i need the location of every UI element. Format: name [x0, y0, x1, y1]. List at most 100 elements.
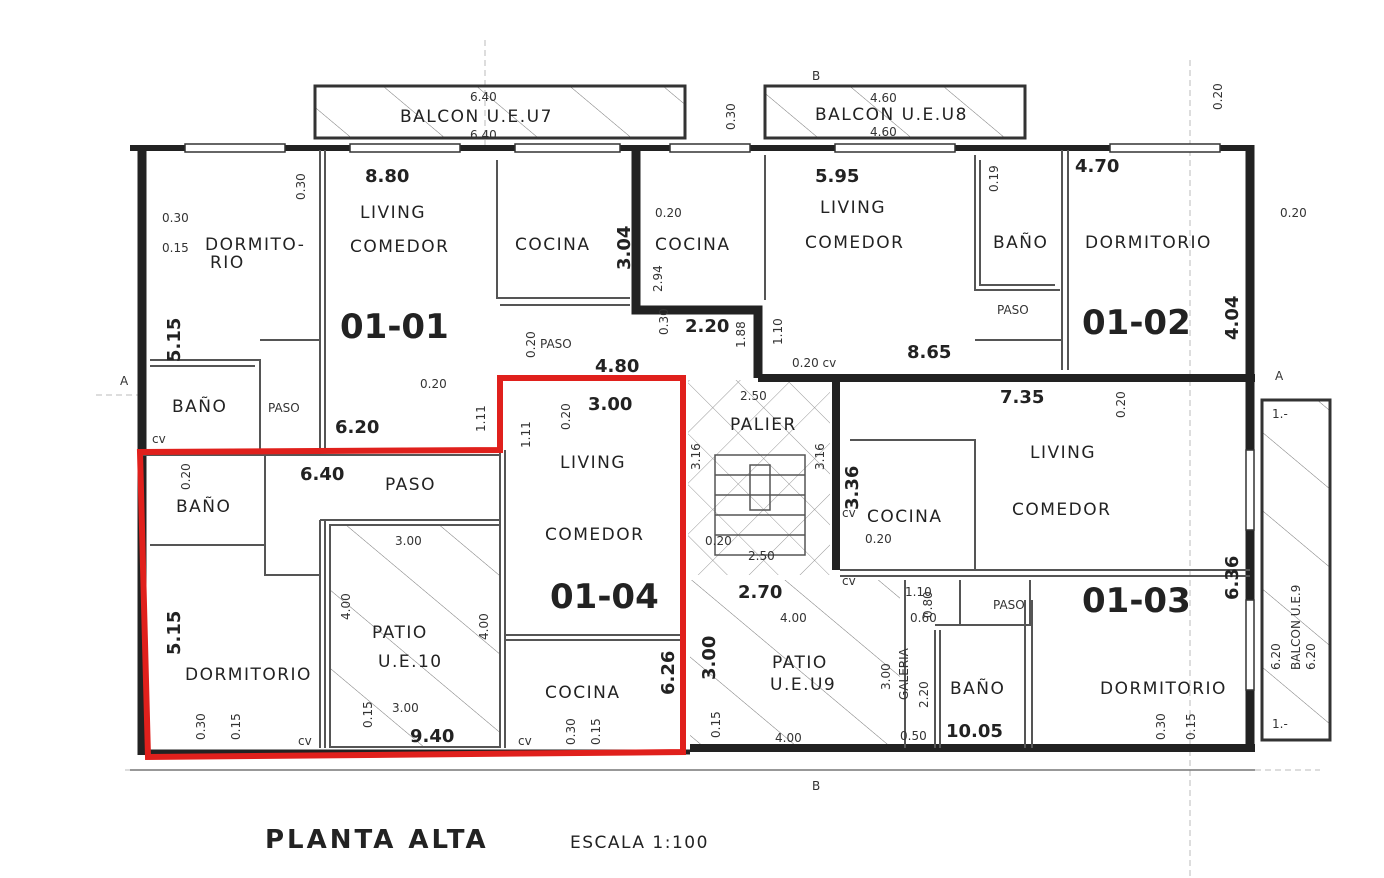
unit-number: 01-03 [1082, 581, 1191, 621]
dim: 6.40 [300, 464, 344, 485]
dim: 0.20 [865, 532, 892, 546]
patio-ue10-label: PATIO [372, 623, 428, 643]
dim: 4.00 [477, 613, 491, 640]
dim: 3.00 [699, 636, 720, 680]
dim: 0.30 [564, 718, 578, 745]
dim: 6.26 [658, 651, 679, 695]
room-label: LIVING [560, 453, 626, 473]
dim: 4.00 [339, 593, 353, 620]
balcony-u8 [763, 84, 1027, 140]
dim: 2.70 [738, 582, 782, 603]
room-label: DORMITORIO [1100, 679, 1227, 699]
dim: 0.15 [162, 241, 189, 255]
drawing-scale: ESCALA 1:100 [570, 833, 709, 853]
dim: 0.19 [987, 165, 1001, 192]
dim: 3.16 [813, 443, 827, 470]
dim: 0.50 [900, 729, 927, 743]
room-label: COMEDOR [545, 525, 644, 545]
balcony-u9 [1260, 398, 1332, 742]
patio-ue9-label: U.E.U9 [770, 675, 836, 695]
room-label: RIO [210, 253, 245, 273]
dim: 3.00 [392, 701, 419, 715]
drawing-title: PLANTA ALTA [265, 825, 489, 855]
section-mark-top: B [812, 69, 820, 83]
balcony-u7 [313, 84, 687, 140]
dim: 6.20 [335, 417, 379, 438]
dim: 0.20 [524, 331, 538, 358]
room-label: COMEDOR [1012, 500, 1111, 520]
dim: 3.00 [879, 663, 893, 690]
room-label: COCINA [867, 507, 942, 527]
dim: 0.30 [657, 308, 671, 335]
unit-number: 01-02 [1082, 303, 1191, 343]
cv-mark: cv [518, 734, 532, 748]
room-label: COCINA [545, 683, 620, 703]
dim: 0.15 [709, 711, 723, 738]
dim: 3.16 [689, 443, 703, 470]
section-mark-bottom: B [812, 779, 820, 793]
dim: 3.04 [614, 226, 635, 270]
unit-01-01: 8.80 LIVING COMEDOR DORMITO- RIO COCINA … [162, 166, 639, 438]
balcony-u9-label: BALCON U.E.9 [1289, 585, 1303, 670]
room-label: COCINA [655, 235, 730, 255]
room-label: PASO [997, 303, 1029, 317]
dim: 2.50 [748, 549, 775, 563]
section-mark-side: A [1275, 369, 1284, 383]
dim: 2.94 [651, 265, 665, 292]
dim: 0.15 [361, 701, 375, 728]
palier-area [688, 380, 830, 575]
dim: 2.20 [685, 316, 729, 337]
dim: 0.30 [1154, 713, 1168, 740]
patio-ue9 [690, 580, 900, 745]
unit-number: 01-01 [340, 307, 449, 347]
dim: 0.20 [1211, 83, 1225, 110]
dim: 0.80 [921, 591, 935, 618]
dim: 2.50 [740, 389, 767, 403]
cv-mark: cv [842, 574, 856, 588]
room-label: PASO [385, 475, 436, 495]
dim: 0.20 [1114, 391, 1128, 418]
dim: 0.20 [179, 463, 193, 490]
room-label: DORMITORIO [185, 665, 312, 685]
dim: 6.40 [470, 128, 497, 142]
cv-mark: cv [298, 734, 312, 748]
dim: 4.70 [1075, 156, 1119, 177]
dim: 0.20 [1280, 206, 1307, 220]
misc: 1.- [1272, 407, 1288, 421]
dim: 4.60 [870, 125, 897, 139]
room-label: COMEDOR [350, 237, 449, 257]
dim: 4.04 [1222, 296, 1243, 340]
dim: 1.10 [905, 585, 932, 599]
dim: 0.20 [655, 206, 682, 220]
dim: 4.60 [870, 91, 897, 105]
room-label: LIVING [360, 203, 426, 223]
misc: 1.- [1272, 717, 1288, 731]
room-label: BAÑO [993, 231, 1048, 253]
common-areas: PALIER 2.50 3.16 3.16 2.50 0.20 2.70 PAT… [120, 69, 1284, 793]
room-label: BAÑO [176, 495, 231, 517]
unit-01-02: COCINA LIVING COMEDOR BAÑO PASO DORMITOR… [651, 83, 1307, 370]
room-label: COCINA [515, 235, 590, 255]
unit-number: 01-04 [550, 577, 659, 617]
room-label: GALERIA [897, 647, 911, 700]
palier-label: PALIER [730, 415, 797, 435]
dim: 8.65 [907, 342, 951, 363]
room-label: PASO [540, 337, 572, 351]
dim: 6.20 [1269, 643, 1283, 670]
dim: 3.00 [588, 394, 632, 415]
dim: 5.15 [164, 611, 185, 655]
dim: 1.10 [771, 318, 785, 345]
room-label: LIVING [820, 198, 886, 218]
dim: 4.80 [595, 356, 639, 377]
unit-01-04: 3.00 LIVING COMEDOR 01-04 COCINA BAÑO PA… [164, 394, 679, 747]
room-label: LIVING [1030, 443, 1096, 463]
balcony-u8-label: BALCON U.E.U8 [815, 105, 968, 125]
room-label: BAÑO [172, 395, 227, 417]
patio-ue10-label: U.E.10 [378, 652, 443, 672]
balcony-labels: 6.40 BALCON U.E.U7 6.40 4.60 BALCON U.E.… [400, 90, 1318, 731]
dim: 9.40 [410, 726, 454, 747]
room-label: BAÑO [950, 677, 1005, 699]
dim: 2.20 [917, 681, 931, 708]
highlighted-unit-outline [136, 375, 686, 761]
